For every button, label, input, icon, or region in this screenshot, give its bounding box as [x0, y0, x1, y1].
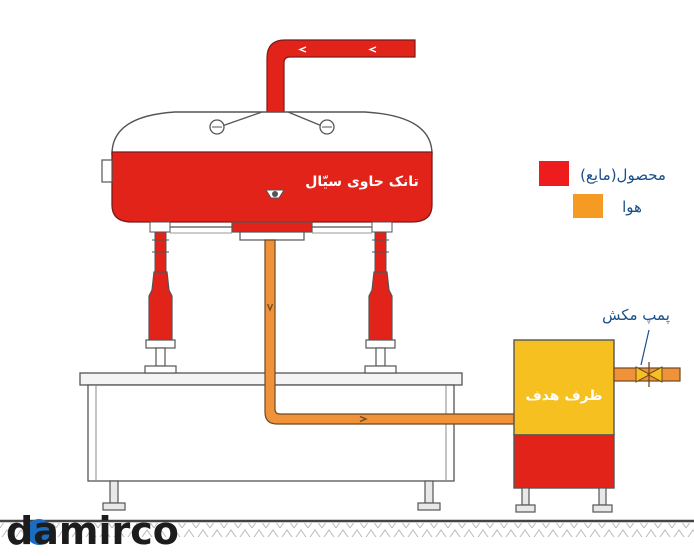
left-leg: [144, 231, 177, 374]
right-leg: [364, 231, 397, 374]
damirco-logo: damirco: [6, 509, 179, 553]
target-vessel: [513, 339, 615, 513]
base-feet: [102, 480, 441, 511]
legend: محصول(مایع) هوا: [539, 161, 666, 218]
legend-label-liquid: محصول(مایع): [580, 166, 666, 184]
suction-pump-label: پمپ مکش: [602, 306, 670, 325]
legend-swatch-air: [573, 194, 603, 218]
suction-pump: [613, 329, 681, 387]
svg-text:damirco: damirco: [6, 509, 179, 551]
legend-swatch-liquid: [539, 161, 569, 186]
ground: [0, 519, 694, 537]
tank: [101, 111, 433, 223]
legend-label-air: هوا: [622, 198, 642, 216]
tank-label: تانک حاوی سیّال: [305, 174, 419, 190]
target-vessel-label: ظرف هدف: [525, 388, 602, 404]
outlet-plate: [231, 221, 313, 241]
